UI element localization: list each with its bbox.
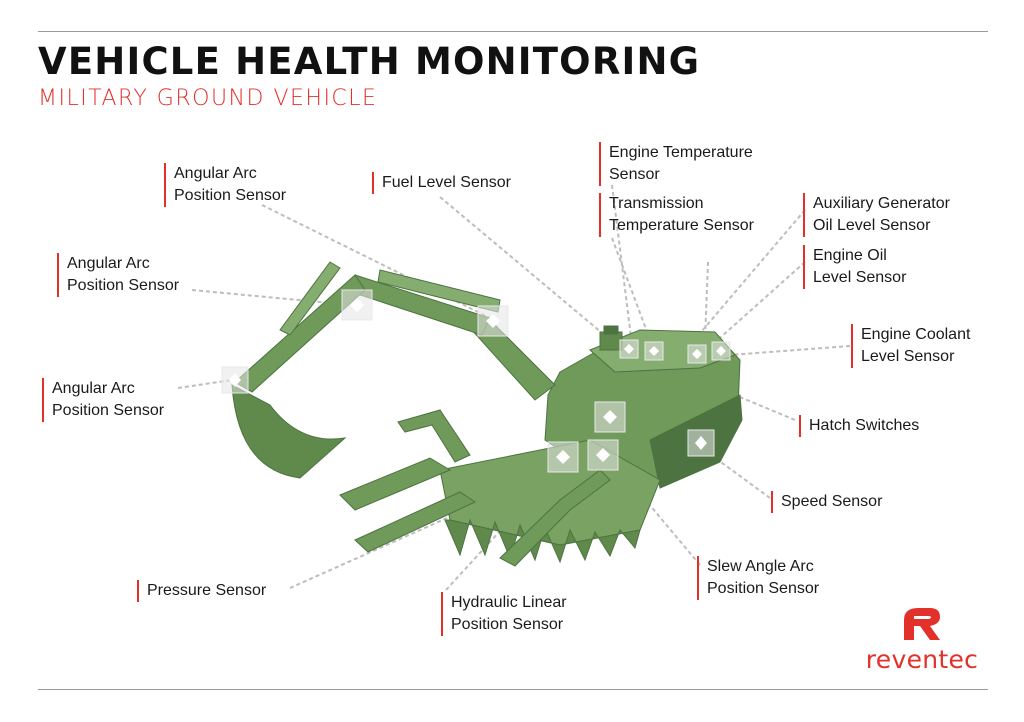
vehicle-claw-left [397, 409, 471, 463]
label-pressure-sensor: Pressure Sensor [137, 580, 266, 602]
leader-engine-coolant [729, 345, 851, 356]
label-angular-arc-position-sensor-1: Angular Arc Position Sensor [164, 163, 286, 207]
vehicle-bucket [231, 384, 347, 479]
label-engine-oil-level-sensor: Engine Oil Level Sensor [803, 245, 906, 289]
label-speed-sensor: Speed Sensor [771, 491, 882, 513]
leader-hatch-switches [734, 394, 796, 421]
bottom-rule [38, 689, 988, 690]
page-title: VEHICLE HEALTH MONITORING [38, 40, 701, 83]
leader-fuel-level [439, 196, 609, 339]
label-slew-angle-arc-position-sensor: Slew Angle Arc Position Sensor [697, 556, 819, 600]
sensor-markers [221, 289, 731, 473]
top-rule [38, 31, 988, 32]
label-engine-temperature-sensor: Engine Temperature Sensor [599, 142, 753, 186]
reventec-logo-mark-icon [904, 608, 940, 640]
leader-aux-generator-oil [689, 209, 806, 346]
vehicle-stick-cylinder [279, 261, 341, 336]
label-hatch-switches: Hatch Switches [799, 415, 919, 437]
vehicle-rake-teeth [444, 518, 641, 564]
vehicle-arm-left-lower [354, 491, 477, 553]
vehicle-arm-left [339, 457, 452, 511]
label-angular-arc-position-sensor-3: Angular Arc Position Sensor [42, 378, 164, 422]
leader-hydraulic-linear [445, 459, 566, 591]
sensor-marker-diamonds [229, 298, 726, 464]
label-angular-arc-position-sensor-2: Angular Arc Position Sensor [57, 253, 179, 297]
label-hydraulic-linear-position-sensor: Hydraulic Linear Position Sensor [441, 592, 567, 636]
vehicle-cupola [599, 331, 623, 351]
label-transmission-temperature-sensor: Transmission Temperature Sensor [599, 193, 754, 237]
vehicle-claw-right [499, 469, 611, 567]
leader-extra [704, 261, 709, 341]
page-subtitle: MILITARY GROUND VEHICLE [38, 86, 378, 111]
leader-speed-sensor [717, 459, 771, 499]
label-engine-coolant-level-sensor: Engine Coolant Level Sensor [851, 324, 970, 368]
reventec-wordmark: reventec [865, 645, 979, 674]
label-auxiliary-generator-oil-level-sensor: Auxiliary Generator Oil Level Sensor [803, 193, 950, 237]
leader-pressure-sensor [289, 509, 466, 589]
leader-transmission-temperature [611, 237, 653, 346]
vehicle-stick [234, 274, 366, 393]
vehicle-cupola-top [603, 325, 619, 335]
reventec-logo: reventec [860, 604, 984, 674]
label-fuel-level-sensor: Fuel Level Sensor [372, 172, 511, 194]
